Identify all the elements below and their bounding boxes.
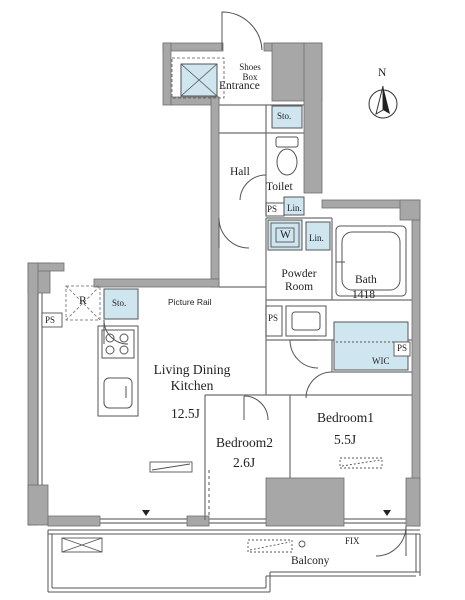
- ps-wic-label: PS: [397, 343, 408, 353]
- north-arrow: [368, 85, 398, 119]
- wic-label: WIC: [372, 356, 390, 366]
- entrance-door: [221, 11, 263, 51]
- ps-living-label: PS: [45, 315, 56, 325]
- living-label: Living Dining Kitchen: [153, 362, 231, 393]
- balcony-rail: [47, 529, 421, 593]
- living-size-label: 12.5J: [171, 406, 200, 421]
- storage-entrance-label: Sto.: [277, 111, 292, 121]
- north-label: N: [378, 67, 387, 79]
- storage-living-label: Sto.: [112, 298, 127, 308]
- kitchen-counter: [97, 325, 139, 417]
- ps-toilet-label: PS: [267, 204, 278, 214]
- powder-room-label: Powder Room: [281, 268, 317, 294]
- washer-box: [267, 219, 303, 251]
- shoes-box-label: Shoes Box: [239, 62, 261, 83]
- picture-rail-label: Picture Rail: [168, 297, 212, 307]
- lin-toilet-label: Lin.: [287, 203, 302, 213]
- washer-label: W: [280, 229, 291, 241]
- refrigerator-label: R: [79, 295, 87, 307]
- bath-label: Bath: [355, 274, 377, 286]
- bath-tub: [335, 225, 407, 297]
- storage-entrance-box: [271, 105, 303, 129]
- bedroom2-label: Bedroom2: [216, 435, 273, 450]
- balcony-label: Balcony: [291, 555, 330, 567]
- lin-wash-label: Lin.: [309, 233, 324, 243]
- bedroom2-size-label: 2.6J: [233, 455, 256, 470]
- ac-indicators: [149, 457, 383, 473]
- storage-living-box: [103, 288, 139, 320]
- storage-areas: [103, 63, 409, 371]
- bedroom1-size-label: 5.5J: [334, 432, 357, 447]
- bedroom1-label: Bedroom1: [317, 410, 374, 425]
- ps-powder-label: PS: [268, 313, 279, 323]
- toilet-label: Toilet: [266, 181, 293, 193]
- fix-label: FIX: [345, 536, 360, 546]
- bath-size-label: 1418: [352, 289, 375, 301]
- interior-walls: [37, 104, 412, 524]
- toilet-fixture: [265, 136, 299, 217]
- entrance-label: Entrance: [219, 80, 260, 92]
- hall-label: Hall: [230, 166, 250, 178]
- lin-wash-box: [305, 221, 331, 251]
